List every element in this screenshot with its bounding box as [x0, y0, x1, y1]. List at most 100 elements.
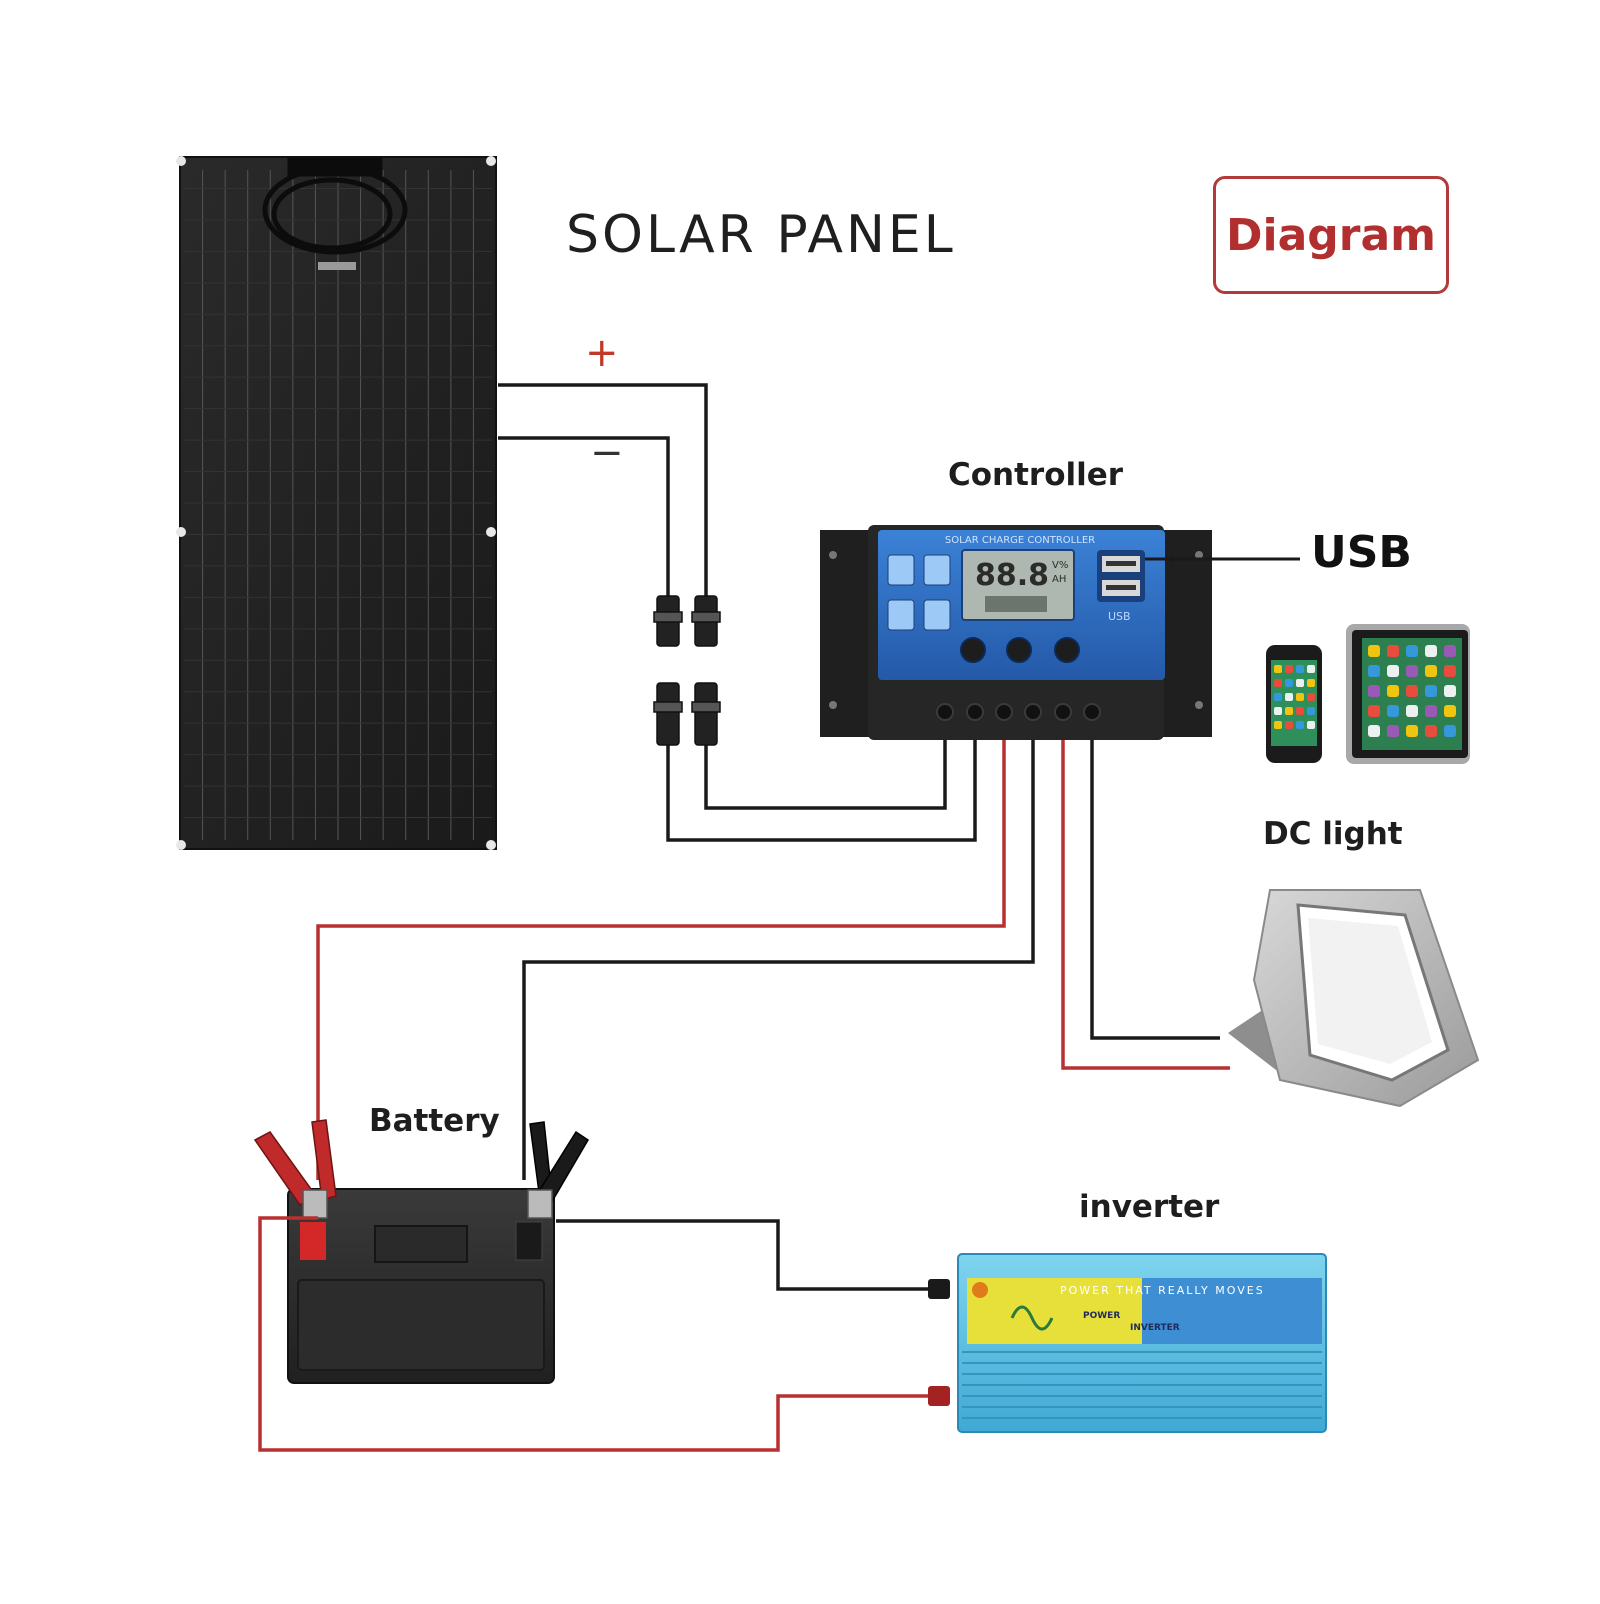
app-icon — [1285, 721, 1293, 729]
tablet-app-grid — [1368, 645, 1456, 737]
controller-label: Controller — [948, 457, 1124, 493]
app-icon — [1387, 665, 1399, 677]
battery — [287, 1188, 555, 1384]
controller-terminals — [936, 703, 1101, 721]
app-icon — [1296, 707, 1304, 715]
app-icon — [1425, 645, 1437, 657]
mc4-connectors — [653, 595, 721, 746]
app-icon — [1425, 725, 1437, 737]
app-icon — [1444, 685, 1456, 697]
app-icon — [1274, 707, 1282, 715]
charge-controller: SOLAR CHARGE CONTROLLER 88.8 V% AH — [820, 525, 1212, 740]
inverter-power-led — [972, 1282, 988, 1298]
app-icon — [1444, 725, 1456, 737]
controller-buttons[interactable] — [960, 637, 1080, 663]
app-icon — [1296, 679, 1304, 687]
usb-leader-dot — [1169, 556, 1175, 562]
controller-terminal-screw — [1024, 703, 1042, 721]
battery-positive-terminal — [300, 1222, 326, 1260]
light-wires — [1061, 740, 1230, 1070]
app-icon — [1368, 645, 1380, 657]
app-icon — [1307, 693, 1315, 701]
controller-terminal-screw — [995, 703, 1013, 721]
inverter-negative-terminal — [928, 1279, 950, 1299]
inverter-label-line1: POWER — [1083, 1311, 1120, 1321]
app-icon — [1425, 685, 1437, 697]
app-icon — [1285, 665, 1293, 673]
app-icon — [1307, 707, 1315, 715]
app-icon — [1387, 645, 1399, 657]
sine-wave-icon — [1010, 1305, 1054, 1331]
controller-lcd-status-row — [985, 596, 1047, 612]
panel-cable-coil — [262, 157, 408, 270]
black-clamp — [527, 1121, 590, 1219]
controller-button-up[interactable] — [1006, 637, 1032, 663]
app-icon — [1296, 693, 1304, 701]
controller-mode-icons — [887, 554, 951, 631]
inverter-positive-terminal — [928, 1386, 950, 1406]
diagram-badge: Diagram — [1213, 176, 1449, 294]
app-icon — [1368, 705, 1380, 717]
panel-wires — [498, 383, 977, 842]
app-icon — [1285, 707, 1293, 715]
app-icon — [1387, 725, 1399, 737]
app-icon — [1274, 679, 1282, 687]
inverter-label: inverter — [1079, 1189, 1220, 1225]
app-icon — [1406, 665, 1418, 677]
app-icon — [1368, 665, 1380, 677]
app-icon — [1285, 693, 1293, 701]
inverter-yellow-label — [967, 1278, 1142, 1344]
controller-button-down[interactable] — [1054, 637, 1080, 663]
app-icon — [1274, 721, 1282, 729]
app-icon — [1406, 705, 1418, 717]
app-icon — [1444, 665, 1456, 677]
app-icon — [1406, 645, 1418, 657]
controller-terminal-screw — [936, 703, 954, 721]
app-icon — [1406, 685, 1418, 697]
controller-usb-tag: USB — [1108, 610, 1131, 623]
app-icon — [1274, 665, 1282, 673]
app-icon — [1296, 721, 1304, 729]
page-title: SOLAR PANEL — [566, 205, 956, 265]
app-icon — [1387, 705, 1399, 717]
controller-lcd-digits: 88.8 — [975, 558, 1049, 593]
app-icon — [1444, 645, 1456, 657]
inverter-wires — [258, 1216, 945, 1452]
battery-label: Battery — [369, 1103, 500, 1139]
dc-light-label: DC light — [1263, 816, 1403, 852]
dc-floodlight — [1228, 889, 1480, 1108]
controller-terminal-screw — [1083, 703, 1101, 721]
app-icon — [1368, 725, 1380, 737]
inverter-label-line2: INVERTER — [1130, 1323, 1180, 1333]
app-icon — [1387, 685, 1399, 697]
controller-button-menu[interactable] — [960, 637, 986, 663]
usb-label: USB — [1311, 527, 1412, 578]
positive-sign: + — [585, 330, 619, 376]
panel-grommets — [176, 156, 496, 850]
controller-lcd-unit-bottom: AH — [1052, 574, 1066, 585]
power-inverter: POWER THAT REALLY MOVES POWER INVERTER — [928, 1253, 1327, 1433]
negative-sign: − — [590, 430, 624, 476]
controller-header-text: SOLAR CHARGE CONTROLLER — [945, 535, 1095, 546]
tablet — [1346, 624, 1470, 764]
app-icon — [1296, 665, 1304, 673]
battery-wires — [316, 740, 1035, 1180]
app-icon — [1444, 705, 1456, 717]
controller-lcd-unit-top: V% — [1052, 560, 1068, 571]
app-icon — [1285, 679, 1293, 687]
app-icon — [1274, 693, 1282, 701]
panel-cell-grid — [184, 170, 492, 840]
inverter-cooling-fins — [962, 1351, 1322, 1419]
solar-panel — [176, 156, 497, 850]
app-icon — [1425, 665, 1437, 677]
app-icon — [1307, 679, 1315, 687]
smartphone-app-grid — [1274, 665, 1315, 729]
battery-negative-terminal — [515, 1221, 543, 1261]
smartphone — [1266, 645, 1322, 763]
red-clamp — [253, 1119, 337, 1219]
app-icon — [1368, 685, 1380, 697]
controller-terminal-screw — [966, 703, 984, 721]
controller-usb-ports[interactable]: USB — [1097, 550, 1145, 623]
diagram-badge-label: Diagram — [1225, 209, 1437, 261]
